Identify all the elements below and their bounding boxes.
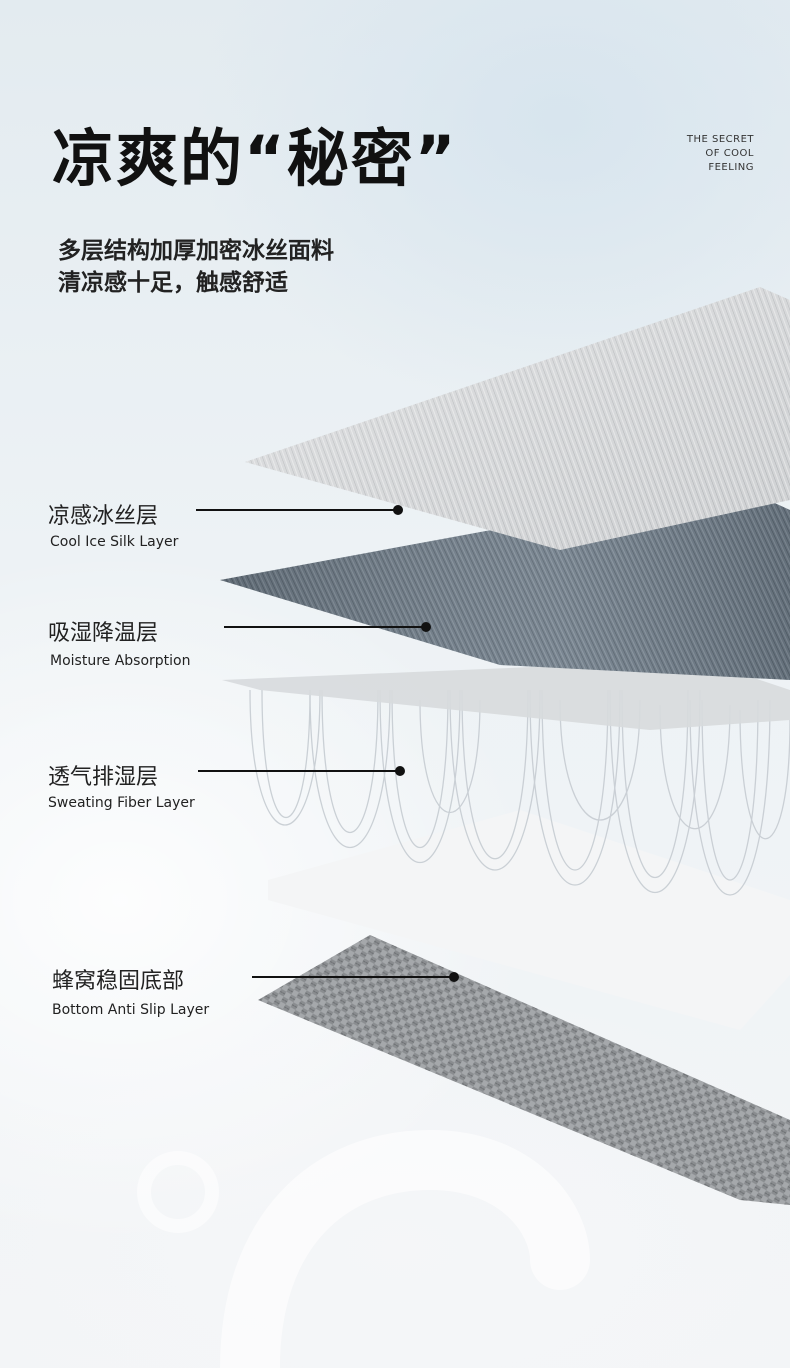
bottom-layer-sheet [258, 935, 790, 1205]
layer-label-en-ice-silk: Cool Ice Silk Layer [50, 534, 179, 550]
tagline: THE SECRET OF COOL FEELING [644, 133, 754, 175]
page-title: 凉爽的“秘密” [52, 122, 458, 195]
subtitle: 多层结构加厚加密冰丝面料 清凉感十足，触感舒适 [58, 235, 334, 299]
layer-label-en-absorption: Moisture Absorption [50, 653, 191, 669]
leader-line-fiber [198, 766, 405, 776]
ice-silk-layer-sheet [245, 287, 790, 550]
tagline-line: FEELING [708, 162, 754, 173]
decorative-ring-large [220, 1129, 590, 1368]
tagline-line: OF COOL [705, 148, 754, 159]
leader-line-ice-silk [196, 505, 403, 515]
fiber-top-plate [222, 660, 790, 730]
leader-line-absorption [224, 622, 431, 632]
tagline-line: THE SECRET [686, 134, 754, 145]
layer-label-en-fiber: Sweating Fiber Layer [48, 795, 195, 811]
layer-label-cn-fiber: 透气排湿层 [48, 765, 159, 790]
layer-label-cn-absorption: 吸湿降温层 [48, 621, 159, 646]
decorative-ring-left [137, 1151, 219, 1233]
subtitle-line: 多层结构加厚加密冰丝面料 [58, 238, 334, 264]
fiber-base-sheet [268, 810, 790, 1030]
leader-line-bottom [252, 972, 459, 982]
absorption-layer-sheet [220, 485, 790, 680]
layer-label-en-bottom: Bottom Anti Slip Layer [52, 1002, 210, 1018]
subtitle-line: 清凉感十足，触感舒适 [58, 270, 288, 296]
layer-label-cn-ice-silk: 凉感冰丝层 [48, 504, 159, 529]
layer-label-cn-bottom: 蜂窝稳固底部 [52, 969, 185, 994]
fiber-loops [249, 689, 790, 896]
